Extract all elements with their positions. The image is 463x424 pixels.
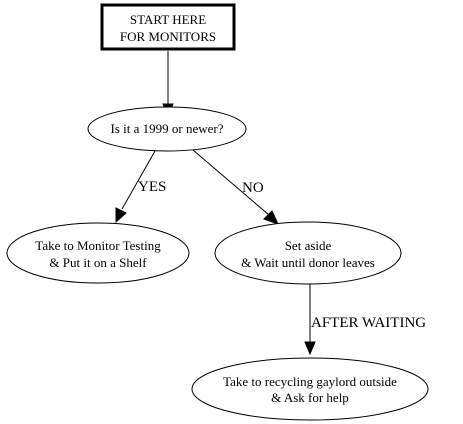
edge-yes-arrow: [115, 207, 127, 224]
question-node: Is it a 1999 or newer?: [87, 106, 247, 152]
recycling-node-line-2: & Ask for help: [271, 390, 349, 405]
edge-after-waiting: AFTER WAITING: [304, 284, 426, 356]
edge-yes-label: YES: [138, 179, 166, 195]
testing-node-line-1: Take to Monitor Testing: [35, 238, 161, 253]
start-node: START HERE FOR MONITORS: [100, 3, 236, 51]
recycling-node: Take to recycling gaylord outside & Ask …: [191, 357, 429, 421]
testing-node-ellipse: [6, 222, 190, 284]
set-aside-node: Set aside & Wait until donor leaves: [214, 221, 402, 285]
start-node-box: [100, 3, 236, 51]
edge-no-line: [192, 149, 270, 216]
recycling-node-line-1: Take to recycling gaylord outside: [223, 374, 397, 389]
edge-after-waiting-arrow: [304, 341, 316, 356]
question-node-ellipse: [87, 106, 247, 152]
testing-node: Take to Monitor Testing & Put it on a Sh…: [6, 222, 190, 284]
question-node-text: Is it a 1999 or newer?: [111, 121, 224, 136]
edge-start-to-question: [162, 51, 174, 118]
start-node-line-1: START HERE: [130, 12, 206, 27]
edge-no: NO: [192, 149, 279, 225]
set-aside-node-ellipse: [214, 221, 402, 285]
start-node-line-2: FOR MONITORS: [120, 29, 216, 44]
edge-after-waiting-label: AFTER WAITING: [311, 315, 426, 331]
edge-no-label: NO: [242, 180, 264, 196]
recycling-node-ellipse: [191, 357, 429, 421]
set-aside-node-line-1: Set aside: [285, 238, 332, 253]
testing-node-line-2: & Put it on a Shelf: [49, 255, 147, 270]
edge-no-arrow: [263, 210, 279, 225]
set-aside-node-line-2: & Wait until donor leaves: [241, 255, 375, 270]
edge-yes: YES: [115, 150, 166, 224]
edge-yes-line: [121, 150, 156, 210]
